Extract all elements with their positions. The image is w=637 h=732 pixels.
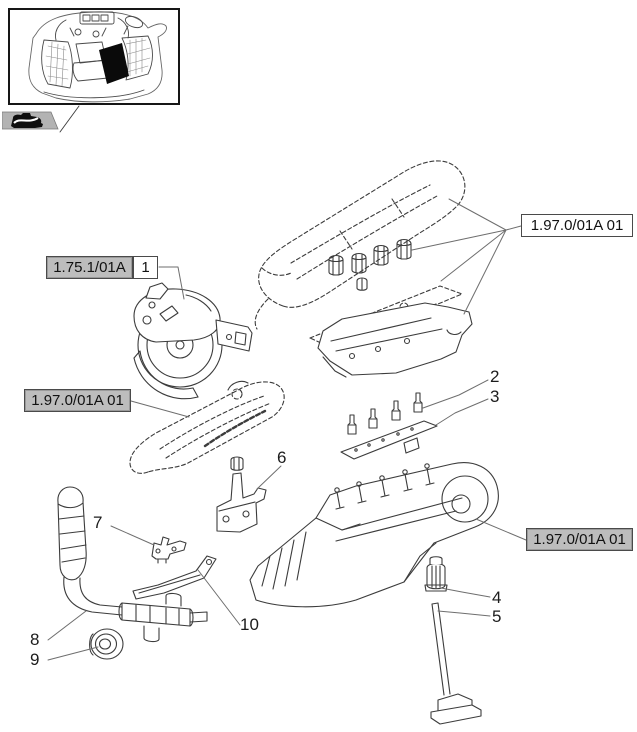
part-studs-and-bar [340,392,438,460]
callout-3[interactable]: 3 [490,387,500,406]
callout-4[interactable]: 4 [492,588,502,607]
leader-lines [47,198,527,661]
ref-label-bottom-right[interactable]: 1.97.0/01A 01 [526,528,633,551]
callout-7[interactable]: 7 [93,513,103,532]
part-console-base [249,462,499,608]
cab-location-thumbnail[interactable] [8,8,180,105]
callout-8[interactable]: 8 [30,630,40,649]
part-base-bracket [317,302,473,378]
ref-label-parent[interactable]: 1.75.1/01A [46,256,133,279]
callout-5[interactable]: 5 [492,607,502,626]
part-side-cover-hook [227,380,249,391]
ref-label-top-right[interactable]: 1.97.0/01A 01 [521,214,633,237]
callout-6[interactable]: 6 [277,448,287,467]
part-knobs [328,238,412,291]
callout-10[interactable]: 10 [240,615,259,634]
ref-label-left[interactable]: 1.97.0/01A 01 [24,389,131,412]
part-rod-5 [430,602,482,725]
cab-sketch [28,11,167,103]
part-bracket-6 [216,456,267,533]
callout-2[interactable]: 2 [490,367,500,386]
part-side-cover-phantom [129,381,285,474]
part-top-cover-phantom [254,160,466,330]
banner-slash [59,105,80,133]
part-bracket-7 [151,536,187,564]
part-knob-4 [424,556,448,592]
highlighted-area [99,43,129,84]
item-number-box[interactable]: 1 [133,256,158,279]
part-grommet-9 [89,628,124,660]
part-lever-assembly [57,486,208,643]
callout-9[interactable]: 9 [30,650,40,669]
part-ratchet-drum [133,282,253,400]
part-bracket-10 [132,555,217,600]
tractor-section-icon [1,108,82,138]
